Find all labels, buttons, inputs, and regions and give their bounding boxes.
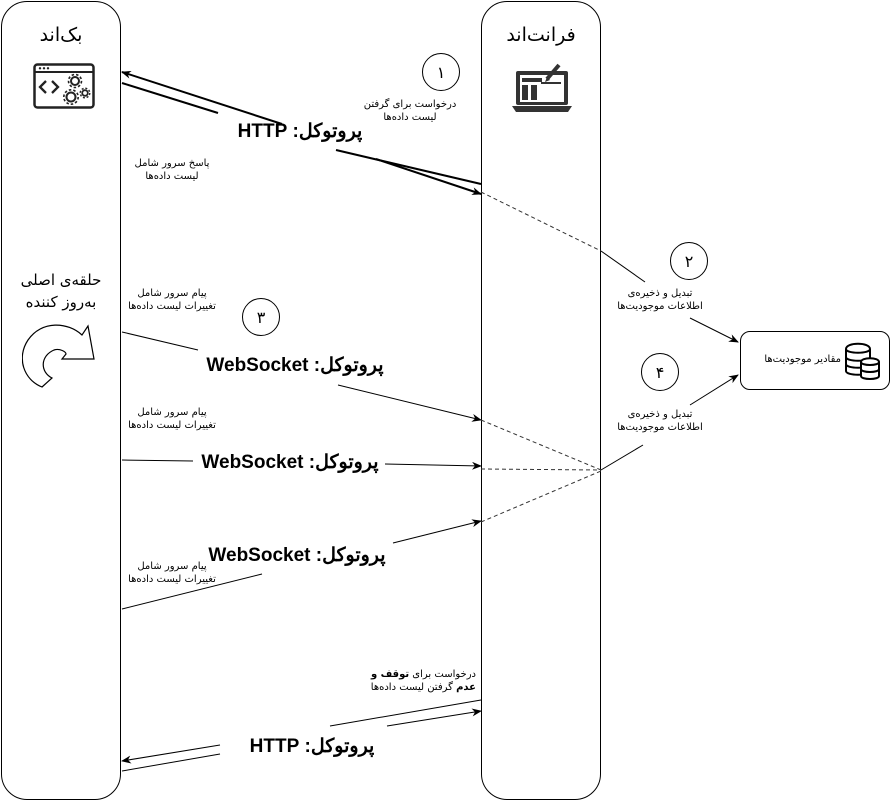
ws-arrow-1	[337, 384, 482, 422]
http-response-arrow	[335, 149, 482, 195]
http-request-arrow	[121, 70, 283, 125]
step-2-badge: ۲	[670, 242, 708, 280]
backend-title: بک‌اند	[39, 24, 83, 46]
ws-arrow-2	[384, 461, 482, 470]
curved-arrow-icon	[22, 324, 95, 388]
stop-request-caption: درخواست برای توقف و عدم گرفتن لیست داده‌…	[370, 669, 476, 693]
step-4-badge: ۴	[641, 353, 679, 391]
http-stop-protocol-label: پروتوکل: HTTP	[249, 736, 375, 757]
frontend-title: فرانت‌اند	[506, 24, 576, 46]
store-arrow-4	[689, 374, 739, 406]
http-protocol-label: پروتوکل: HTTP	[237, 121, 363, 142]
store-arrow-2	[689, 317, 739, 343]
frontend-lane: فرانت‌اند	[481, 1, 601, 800]
websocket-protocol-label-3: پروتوکل: WebSocket	[208, 545, 386, 566]
dashed-connector	[480, 191, 602, 252]
connector	[600, 250, 646, 283]
entity-store-box: مقادیر موجودیت‌ها	[740, 331, 890, 390]
laptop-design-icon	[512, 63, 572, 112]
code-settings-icon	[33, 63, 95, 109]
backend-lane: بک‌اند	[1, 1, 121, 800]
step-1-badge: ۱	[422, 53, 460, 91]
websocket-protocol-label-1: پروتوکل: WebSocket	[206, 355, 384, 376]
ws-arrow-3	[392, 519, 482, 544]
step-3-badge: ۳	[242, 298, 280, 336]
entity-store-label: مقادیر موجودیت‌ها	[764, 354, 841, 365]
websocket-protocol-label-2: پروتوکل: WebSocket	[201, 452, 379, 473]
database-icon	[845, 342, 880, 380]
